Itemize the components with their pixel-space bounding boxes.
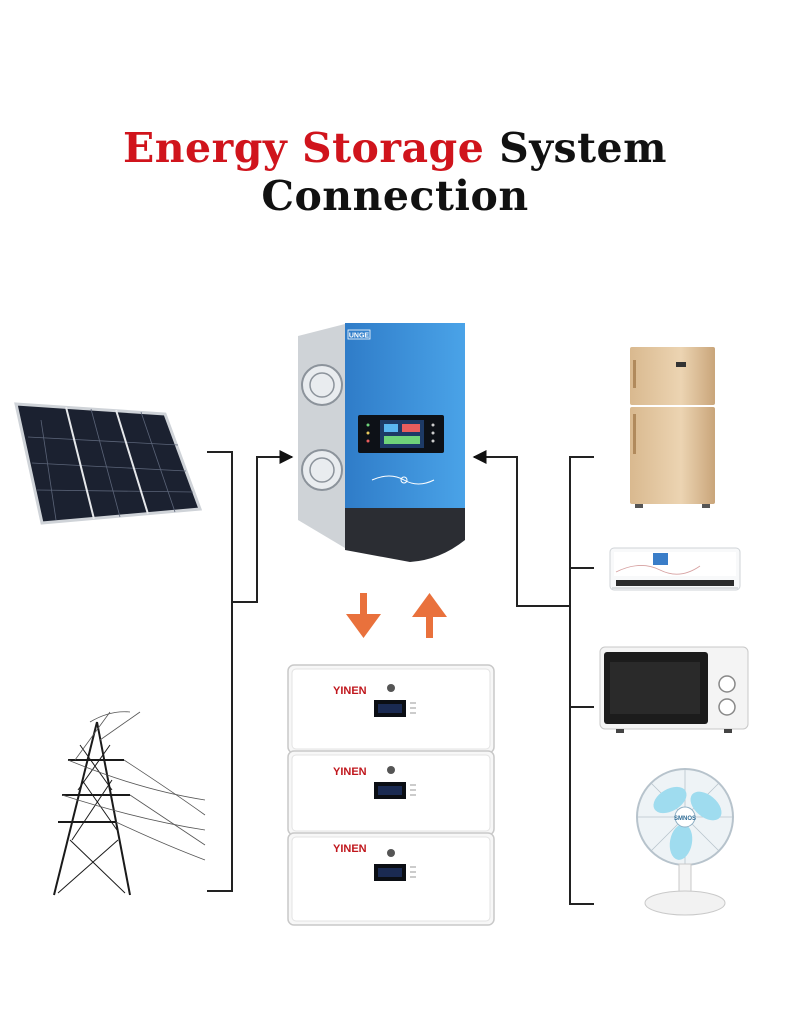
microwave-icon [599, 646, 749, 733]
power-tower-icon [53, 711, 206, 896]
battery-module: YINEN [287, 750, 495, 836]
battery-brand: YINEN [333, 766, 367, 778]
battery-brand: YINEN [333, 685, 367, 697]
battery-module: YINEN [287, 832, 495, 926]
battery-stack-icon: YINEN YINEN YINEN [287, 664, 495, 926]
left-connection-lines [207, 450, 294, 892]
page-title: Energy Storage System Connection [0, 124, 790, 220]
title-highlight: Energy Storage [122, 124, 485, 172]
title-rest: System Connection [261, 124, 668, 220]
solar-panel-icon [14, 402, 203, 525]
battery-brand: YINEN [333, 843, 367, 855]
right-connection-lines [472, 450, 594, 905]
inverter-brand: UNGE [349, 333, 370, 340]
charge-arrow-icon [412, 593, 447, 638]
discharge-arrow-icon [346, 593, 381, 638]
inverter-icon: UNGE [298, 323, 465, 562]
air-conditioner-icon [609, 547, 741, 591]
battery-module: YINEN [287, 664, 495, 754]
fridge-icon [630, 347, 715, 508]
fan-icon: SMNOS [636, 768, 734, 916]
fan-brand: SMNOS [674, 816, 696, 822]
